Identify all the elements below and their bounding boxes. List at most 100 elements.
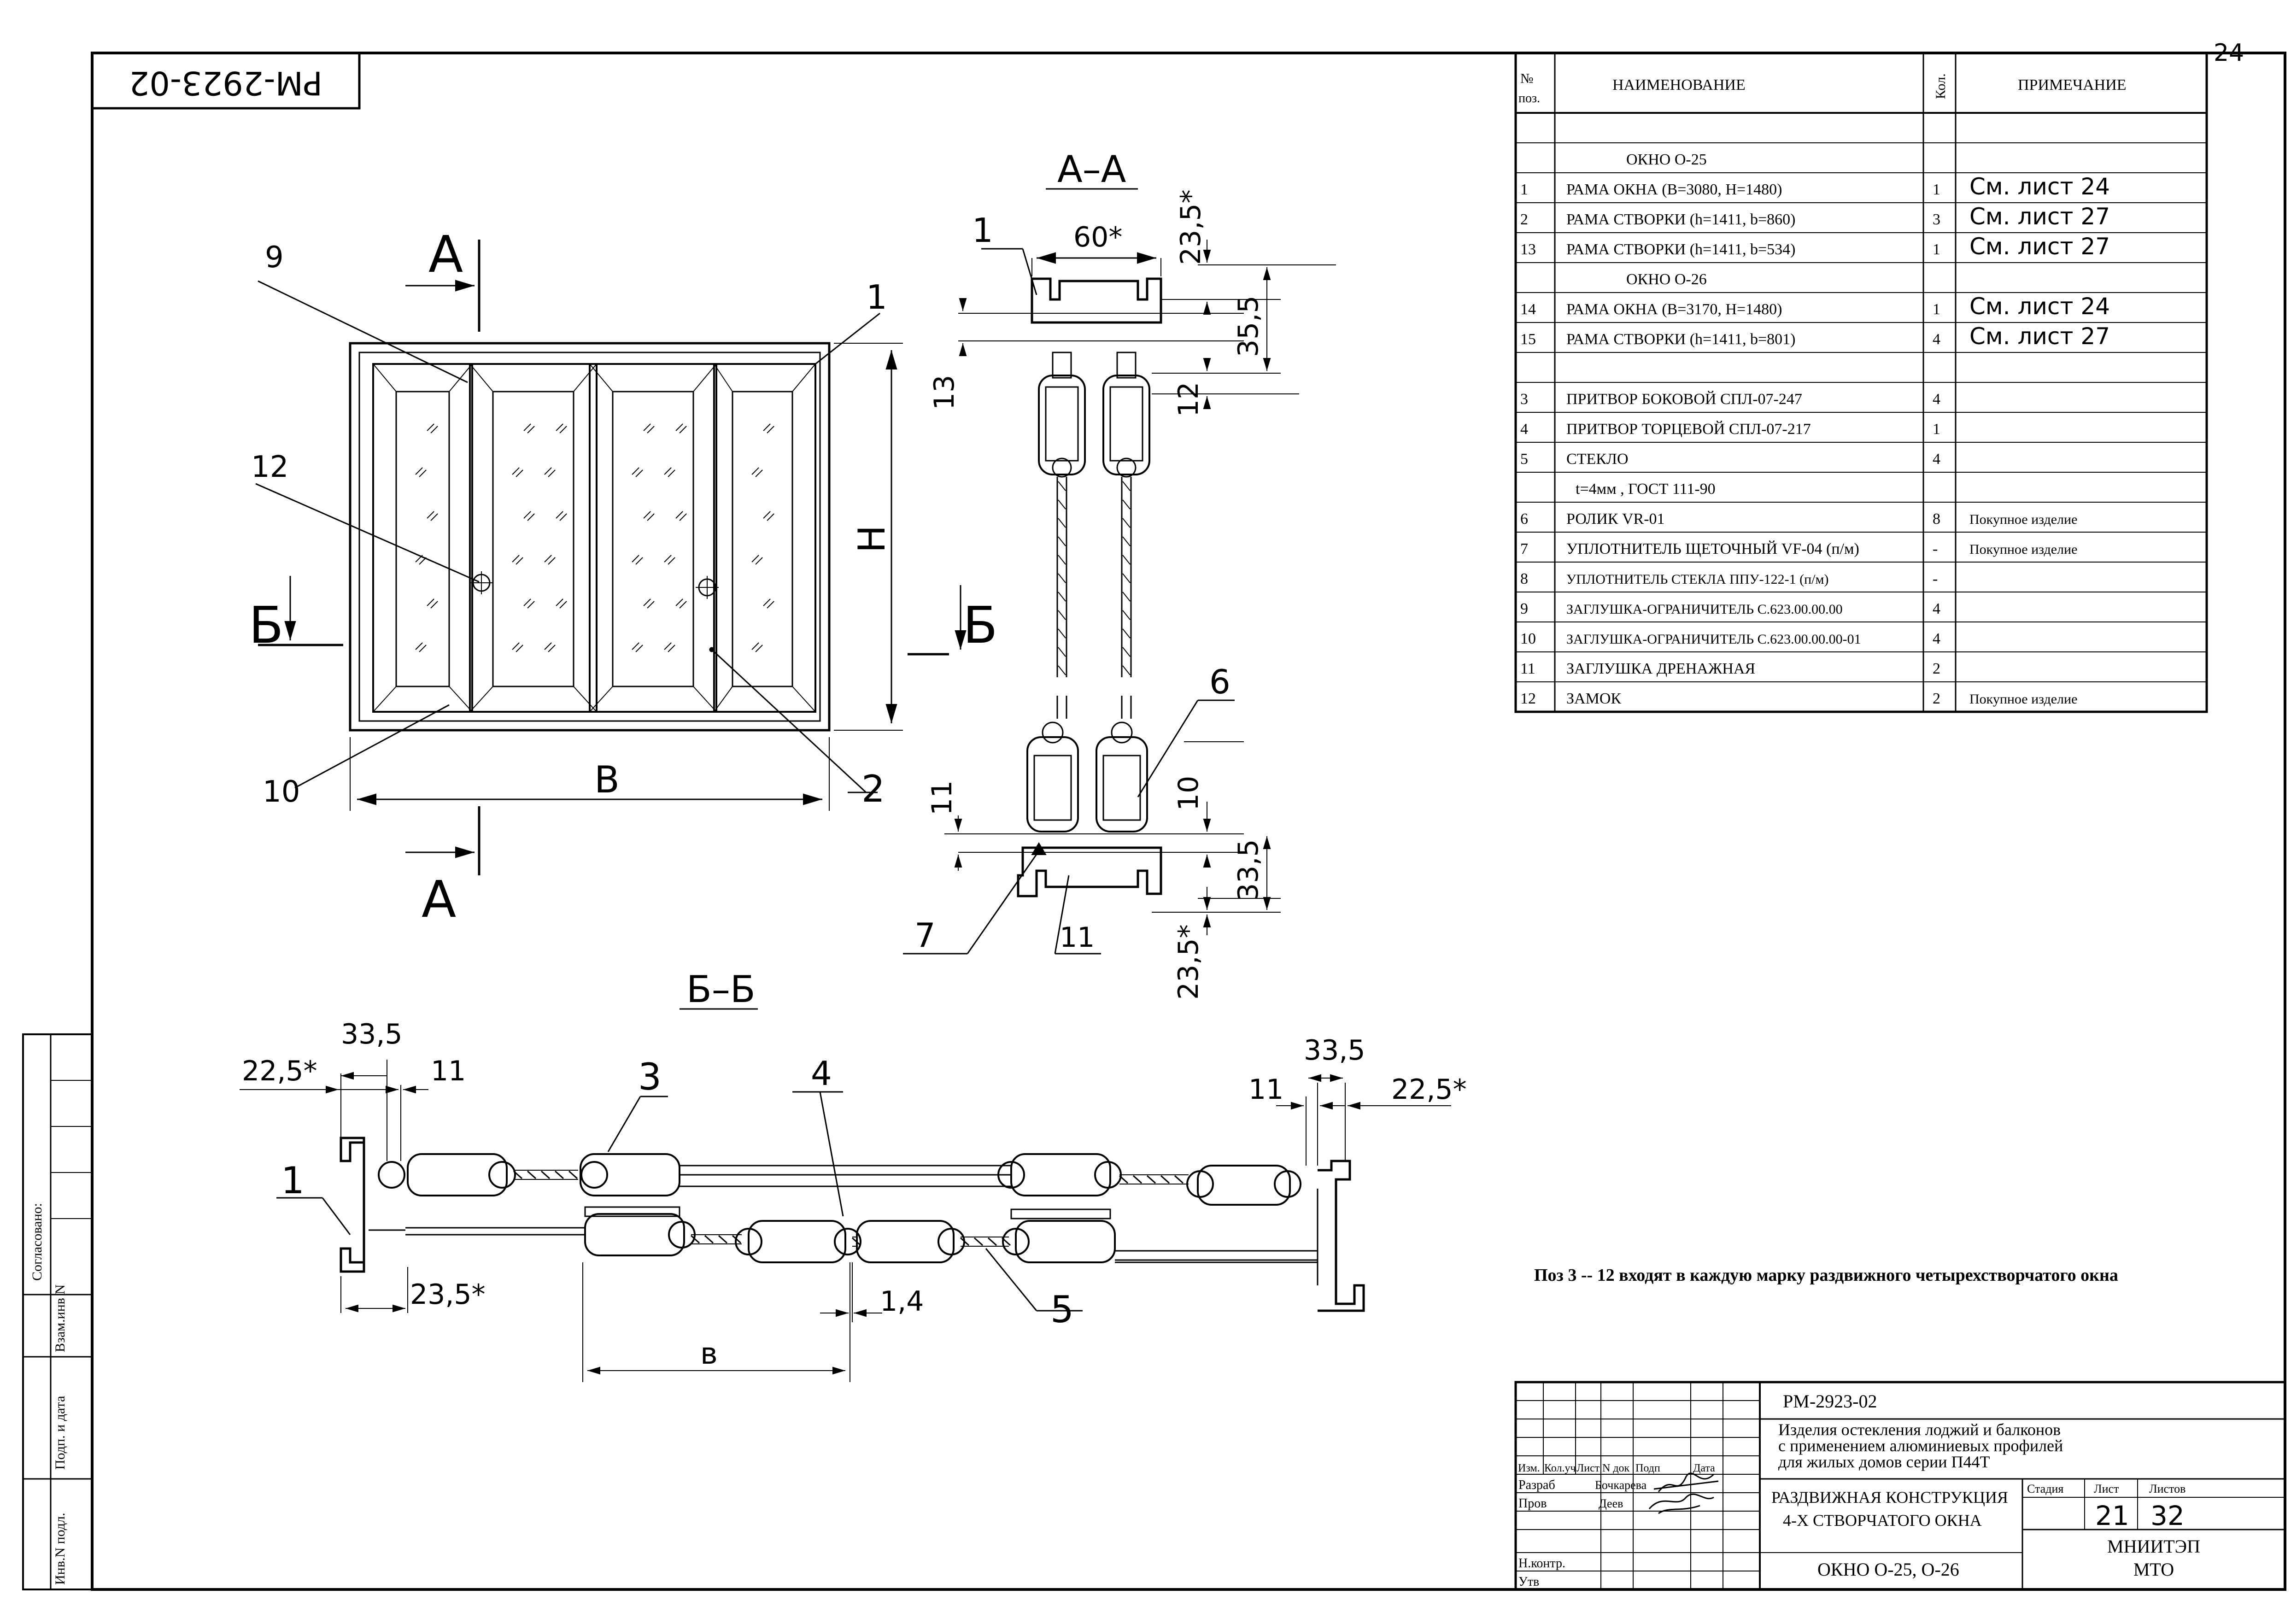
signature-develop: [1653, 1472, 1719, 1492]
tb-stage-label: Стадия: [2027, 1482, 2063, 1495]
spec-row-note: Покупное изделие: [1969, 512, 2077, 527]
spec-row-name: УПЛОТНИТЕЛЬ ЩЕТОЧНЫЙ VF-04 (п/м): [1566, 540, 1859, 557]
spec-row-name: ОКНО О-26: [1626, 271, 1707, 288]
section-mark-b-left: Б: [249, 596, 283, 655]
dim-bb-335-right: 33,5: [1304, 1034, 1365, 1067]
section-aa: [903, 188, 1336, 955]
section-bb-title: Б–Б: [686, 968, 756, 1011]
header-note: ПРИМЕЧАНИЕ: [2018, 76, 2127, 94]
spec-row-note: См. лист 27: [1969, 233, 2110, 260]
dim-bb-14: 1,4: [880, 1285, 924, 1318]
tb-drawing-subject: ОКНО О-25, О-26: [1817, 1559, 1959, 1580]
spec-row-note: См. лист 24: [1969, 293, 2110, 320]
tb-project-line1: Изделия остекления лоджий и балконов: [1778, 1420, 2061, 1439]
tb-sheets-label: Листов: [2149, 1482, 2186, 1495]
section-bb-labels: Б–Б 3 4 1 5 22,5* 33,5 11 23,5* 1,4 в 33…: [242, 968, 1467, 1371]
callout-7: 7: [914, 916, 936, 955]
spec-row-name: РОЛИК VR-01: [1566, 510, 1665, 528]
callout-12: 12: [251, 450, 288, 484]
spec-row-note: Покупное изделие: [1969, 542, 2077, 557]
spec-row-pos: 5: [1520, 451, 1528, 468]
callout-5: 5: [1050, 1288, 1074, 1331]
tb-project-line3: для жилых домов серии П44Т: [1778, 1453, 1990, 1471]
strip-replace-inv: Взам.инв N: [53, 1284, 68, 1352]
spec-row-pos: 11: [1520, 660, 1535, 677]
stamp-code: РМ-2923-02: [129, 64, 322, 102]
dim-bb-small-b: в: [700, 1337, 718, 1371]
dim-aa-235-bottom: 23,5*: [1172, 924, 1205, 1000]
spec-row-pos: 13: [1520, 241, 1536, 258]
frame-right-profile: [1318, 1160, 1365, 1312]
tb-code: РМ-2923-02: [1783, 1391, 1877, 1412]
dim-width-label: В: [594, 758, 620, 801]
spec-row-qty: 4: [1933, 630, 1940, 647]
sheet-corner-number: 24: [2214, 39, 2244, 67]
callout-1-bb: 1: [281, 1159, 305, 1202]
spec-row-name: РАМА СТВОРКИ (h=1411, b=801): [1566, 331, 1795, 348]
tb-role-approve: Утв: [1518, 1575, 1539, 1589]
section-mark-a-bottom: А: [422, 870, 456, 929]
header-pos: №: [1520, 71, 1534, 86]
dim-aa-11: 11: [926, 780, 958, 815]
dim-bb-11-left: 11: [431, 1055, 466, 1087]
spec-row-qty: 3: [1933, 211, 1940, 228]
callout-10: 10: [263, 775, 300, 809]
frame-bottom-profile: [1017, 846, 1162, 897]
section-aa-labels: А–А 1 6 7 11 60* 23,5* 35,5 13 12 11 10 …: [914, 148, 1265, 1000]
spec-row-name: РАМА СТВОРКИ (h=1411, b=534): [1566, 241, 1795, 258]
spec-row-pos: 4: [1520, 421, 1528, 438]
spec-row-pos: 1: [1520, 181, 1528, 198]
dim-aa-355: 35,5: [1232, 295, 1265, 357]
callout-9: 9: [265, 240, 284, 275]
dim-bb-235-left: 23,5*: [410, 1278, 486, 1311]
tb-col-header: Изм.: [1518, 1462, 1540, 1474]
tb-col-header: Подп: [1635, 1462, 1660, 1474]
spec-row-name: t=4мм , ГОСТ 111-90: [1576, 481, 1716, 498]
spec-row-pos: 14: [1520, 301, 1536, 318]
tb-col-header: Лист: [1576, 1462, 1600, 1474]
callout-11-aa: 11: [1060, 921, 1095, 954]
spec-row-pos: 10: [1520, 630, 1536, 647]
callout-2: 2: [861, 768, 885, 810]
callout-3: 3: [638, 1055, 662, 1098]
tb-col-header: Дата: [1693, 1462, 1715, 1474]
spec-row-pos: 3: [1520, 391, 1528, 408]
spec-row-note: См. лист 27: [1969, 323, 2110, 350]
spec-row-qty: 4: [1933, 600, 1940, 617]
stamp-code-box: РМ-2923-02: [91, 52, 361, 110]
frame-left-profile: [340, 1137, 365, 1273]
note-positions: Поз 3 -- 12 входят в каждую марку раздви…: [1534, 1266, 2118, 1285]
tb-sheets-value: 32: [2150, 1500, 2185, 1531]
spec-row-qty: 1: [1933, 421, 1940, 438]
tb-name-check: Деев: [1599, 1497, 1623, 1510]
spec-row-qty: 1: [1933, 241, 1940, 258]
dim-aa-60: 60*: [1073, 221, 1122, 253]
front-view-labels: А А Б Б В Н 9 1 12 10 2: [249, 225, 997, 929]
spec-row-qty: 2: [1933, 660, 1940, 677]
section-mark-b-right: Б: [963, 596, 997, 655]
spec-row-name: СТЕКЛО: [1566, 451, 1629, 468]
tb-role-check: Пров: [1518, 1496, 1547, 1511]
header-qty: Кол.: [1933, 73, 1948, 99]
tb-role-develop: Разраб: [1518, 1478, 1555, 1492]
spec-row-note: См. лист 27: [1969, 203, 2110, 230]
spec-row-qty: 4: [1933, 331, 1940, 348]
spec-row-qty: -: [1933, 570, 1938, 587]
window-outer-frame: [349, 342, 831, 732]
spec-row-pos: 9: [1520, 600, 1528, 617]
glass-hatching: [415, 423, 774, 652]
spec-row-pos: 6: [1520, 510, 1528, 528]
tb-drawing-title-2: 4-Х СТВОРЧАТОГО ОКНА: [1783, 1511, 1982, 1530]
tb-org-line1: МНИИТЭП: [2107, 1536, 2200, 1557]
sash-profiles-bottom: [1026, 721, 1148, 833]
dim-aa-10: 10: [1172, 776, 1205, 811]
spec-row-name: ПРИТВОР ТОРЦЕВОЙ СПЛ-07-217: [1566, 421, 1811, 438]
sash-profiles-top: [1038, 352, 1150, 478]
spec-row-note: Покупное изделие: [1969, 692, 2077, 707]
callout-4: 4: [811, 1054, 832, 1093]
spec-row-name: ЗАМОК: [1566, 690, 1621, 707]
dim-height-label: Н: [850, 525, 893, 553]
